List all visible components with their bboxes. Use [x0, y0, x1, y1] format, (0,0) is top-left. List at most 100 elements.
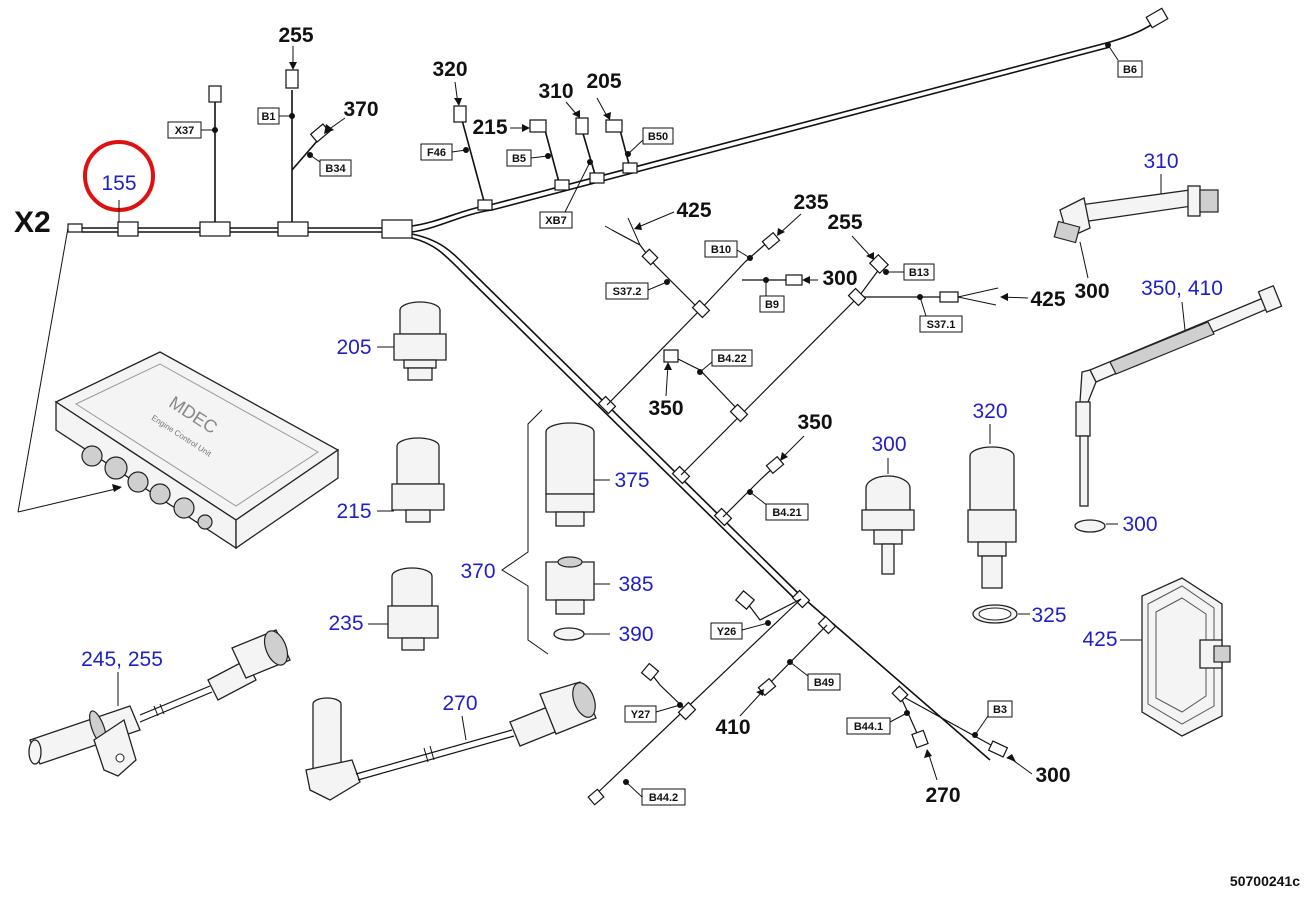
tag-S37.2: S37.2: [605, 281, 668, 300]
svg-text:370: 370: [460, 560, 495, 583]
svg-text:S37.2: S37.2: [613, 286, 642, 298]
svg-text:Y27: Y27: [631, 709, 651, 721]
tag-B49: B49: [789, 661, 841, 691]
svg-text:390: 390: [618, 623, 653, 646]
part-370-group: 370 375 385 390: [460, 409, 654, 655]
svg-text:B34: B34: [325, 163, 346, 175]
callout-255-b: 255: [827, 211, 862, 234]
highlight-155: 155: [83, 140, 155, 222]
connector-label-x2: X2: [14, 206, 51, 239]
svg-text:B4.21: B4.21: [772, 507, 801, 519]
part-215-sensor: 215: [336, 437, 445, 523]
part-number-300-conn: 300: [1074, 280, 1109, 303]
tag-B3: B3: [974, 700, 1013, 736]
tag-B4.21: B4.21: [749, 491, 809, 521]
svg-text:B4.22: B4.22: [717, 353, 746, 365]
harness-callouts: 255 370 320 215 310 205 425 235 255 300 …: [278, 24, 1070, 807]
svg-text:B5: B5: [512, 153, 526, 165]
svg-text:B44.1: B44.1: [854, 721, 883, 733]
callout-300-a: 300: [822, 267, 857, 290]
part-300-temp-sensor: 300 390 320 300 390 300: [861, 433, 915, 575]
svg-text:B3: B3: [993, 704, 1007, 716]
ecu-unit: MDEC Engine Control Unit: [54, 351, 340, 550]
svg-text:Y26: Y26: [717, 626, 737, 638]
harness-junction: [381, 219, 413, 239]
callout-425-a: 425: [676, 199, 711, 222]
svg-text:375: 375: [614, 469, 649, 492]
svg-text:325: 325: [1031, 604, 1066, 627]
callout-350-a: 350: [648, 397, 683, 420]
svg-text:215: 215: [336, 500, 371, 523]
tag-B10: B10: [704, 240, 751, 259]
tag-B4.22: B4.22: [699, 349, 753, 373]
callout-425-b: 425: [1030, 288, 1065, 311]
svg-text:310: 310: [1143, 150, 1178, 173]
svg-text:B1: B1: [261, 111, 275, 123]
tag-Y27: Y27: [624, 704, 681, 723]
svg-text:F46: F46: [427, 147, 446, 159]
tag-B13: B13: [886, 263, 935, 281]
tag-F46: F46: [420, 143, 467, 161]
part-205-sensor: 205: [336, 301, 447, 381]
connector-tags: X37 B1 B34 F46 B5 XB7: [167, 60, 1143, 806]
svg-text:205: 205: [336, 336, 371, 359]
svg-text:B10: B10: [711, 244, 731, 256]
svg-text:385: 385: [618, 573, 653, 596]
part-235-sensor: 235: [328, 567, 439, 651]
part-320-sensor: 320: [967, 400, 1017, 589]
tag-S37.1: S37.1: [919, 296, 963, 333]
tag-B6: B6: [1117, 60, 1143, 78]
svg-text:B49: B49: [814, 677, 834, 689]
part-270-sensor: 270: [305, 681, 597, 801]
svg-text:235: 235: [328, 612, 363, 635]
part-325-seal: 325: [972, 604, 1067, 627]
tag-X37: X37: [167, 121, 215, 139]
callout-215: 215: [472, 116, 507, 139]
tag-B5: B5: [506, 149, 549, 167]
svg-text:S37.1: S37.1: [927, 319, 956, 331]
svg-text:B9: B9: [765, 299, 779, 311]
callout-320: 320: [432, 58, 467, 81]
part-425-module: 425: [1082, 577, 1231, 737]
callout-410: 410: [715, 716, 750, 739]
tag-XB7: XB7: [539, 161, 591, 229]
callout-205: 205: [586, 70, 621, 93]
callout-370: 370: [343, 98, 378, 121]
part-number-300-temp: 300: [871, 433, 906, 456]
svg-text:XB7: XB7: [545, 215, 566, 227]
tag-B9: B9: [759, 280, 785, 313]
part-350-410: 350, 410: [1075, 277, 1283, 507]
tag-B44.1: B44.1: [846, 712, 908, 735]
callout-235: 235: [793, 191, 828, 214]
callout-310: 310: [538, 80, 573, 103]
callout-350-b: 350: [797, 411, 832, 434]
ecu-assembly: X2 MDEC Engine Control Unit: [14, 206, 340, 550]
part-245-255-sensor: 245, 255: [28, 629, 291, 777]
part-355-seal: 300: [1074, 513, 1158, 536]
main-harness: [67, 7, 1169, 806]
tag-Y26: Y26: [710, 622, 769, 640]
tag-B34: B34: [309, 154, 352, 177]
callout-300-b: 300: [1035, 764, 1070, 787]
svg-text:B6: B6: [1123, 64, 1137, 76]
part-number-155: 155: [101, 172, 136, 195]
svg-text:300: 300: [1122, 513, 1157, 536]
document-id: 50700241c: [1230, 873, 1300, 889]
svg-text:320: 320: [972, 400, 1007, 423]
harness-end-connector: [67, 223, 83, 233]
tag-B1: B1: [257, 107, 292, 125]
tag-B44.2: B44.2: [625, 781, 686, 806]
svg-text:B50: B50: [648, 131, 668, 143]
tag-B50: B50: [627, 127, 674, 155]
svg-text:350, 410: 350, 410: [1141, 277, 1223, 300]
svg-text:270: 270: [442, 692, 477, 715]
svg-text:X37: X37: [175, 125, 195, 137]
callout-270: 270: [925, 784, 960, 807]
svg-text:B44.2: B44.2: [649, 792, 678, 804]
svg-text:B13: B13: [909, 267, 929, 279]
svg-text:245, 255: 245, 255: [81, 648, 163, 671]
part-310-connector: 310 300: [1053, 150, 1219, 303]
svg-text:425: 425: [1082, 628, 1117, 651]
callout-255-top: 255: [278, 24, 313, 47]
